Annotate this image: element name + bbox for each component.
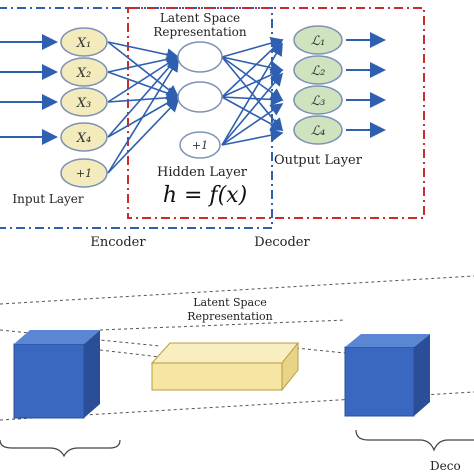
- input-node-label: X₂: [76, 66, 91, 81]
- bottom-latent-title-line1: Latent Space: [193, 296, 267, 309]
- input-arrows: [0, 34, 58, 145]
- input-node: [60, 87, 108, 117]
- encoder-connections: [107, 41, 180, 174]
- hidden-bias-label: +1: [192, 139, 208, 152]
- input-node: [60, 122, 108, 152]
- output-node: [293, 115, 343, 145]
- output-node: [293, 85, 343, 115]
- hidden-layer-nodes: +1: [177, 41, 223, 159]
- bottom-latent-title-line2: Representation: [187, 310, 272, 323]
- input-bias-node: [60, 158, 108, 188]
- input-node-label: X₄: [76, 131, 91, 146]
- output-node-label: ℒ₃: [311, 94, 326, 109]
- output-node-label: ℒ₄: [311, 124, 326, 139]
- hidden-layer-label: Hidden Layer: [157, 165, 248, 180]
- decoder-connections: [221, 36, 284, 146]
- input-layer-label: Input Layer: [12, 192, 84, 206]
- input-node-label: X₁: [76, 36, 91, 51]
- output-layer-nodes: ℒ₁ ℒ₂ ℒ₃ ℒ₄: [293, 25, 343, 145]
- output-node: [293, 25, 343, 55]
- bottom-decoder-label: Deco: [430, 459, 461, 473]
- input-node: [60, 27, 108, 57]
- decoder-brace: [355, 429, 474, 452]
- input-layer-nodes: X₁ X₂ X₃ X₄ +1: [60, 27, 108, 188]
- output-arrows: [346, 32, 386, 138]
- latent-space-title-line2: Representation: [153, 25, 247, 39]
- output-node-label: ℒ₂: [311, 64, 326, 79]
- output-layer-label: Output Layer: [274, 153, 363, 168]
- hidden-formula: h = f(x): [163, 183, 247, 208]
- encoder-block: [13, 330, 100, 419]
- output-node-label: ℒ₁: [311, 34, 326, 49]
- encoder-label: Encoder: [90, 235, 146, 250]
- decoder-label: Decoder: [254, 235, 310, 250]
- hidden-bias-node: [179, 131, 221, 159]
- latent-space-title-line1: Latent Space: [160, 11, 240, 25]
- latent-block: [150, 341, 300, 392]
- input-node: [60, 57, 108, 87]
- input-node-label: X₃: [76, 96, 91, 111]
- output-node: [293, 55, 343, 85]
- decoder-block: [344, 334, 430, 417]
- input-bias-label: +1: [76, 167, 92, 180]
- encoder-brace: [0, 439, 121, 458]
- hidden-node: [177, 41, 223, 73]
- hidden-node: [177, 81, 223, 113]
